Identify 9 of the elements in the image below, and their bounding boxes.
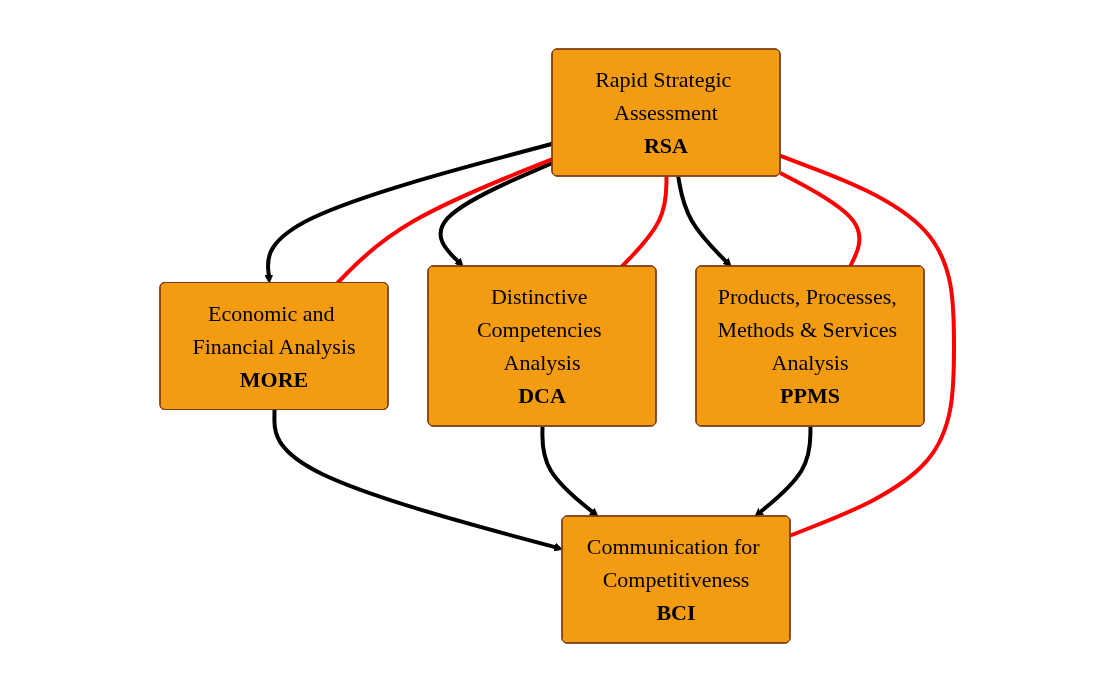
arrow <box>754 426 813 517</box>
connector <box>620 176 669 268</box>
connector <box>779 154 956 538</box>
arrow <box>540 426 599 517</box>
arrow <box>272 410 563 552</box>
connector <box>779 171 862 268</box>
arrow <box>438 161 554 267</box>
arrow <box>676 176 732 267</box>
arrow <box>264 141 553 284</box>
